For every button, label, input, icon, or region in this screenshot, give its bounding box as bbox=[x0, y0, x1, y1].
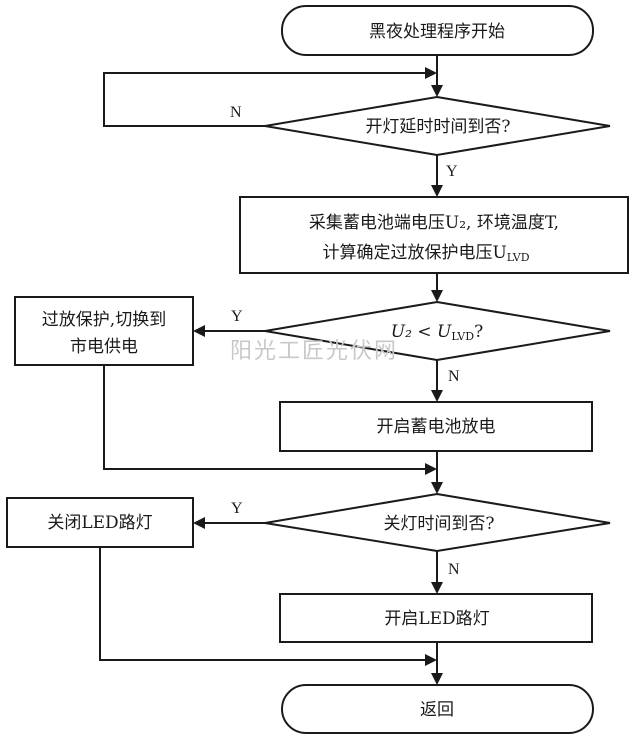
arrowhead-icon bbox=[425, 463, 437, 475]
edge-label-yes: Y bbox=[231, 500, 243, 517]
process-sample-voltage-line2: 计算确定过放保护电压ULVD bbox=[322, 243, 529, 264]
arrowhead-icon bbox=[425, 654, 437, 666]
process-battery-discharge bbox=[279, 401, 593, 452]
arrowhead-icon bbox=[431, 290, 443, 302]
edge-off-merge bbox=[99, 547, 430, 661]
decision-voltage-compare-label: U₂ < ULVD? bbox=[391, 322, 483, 343]
end-terminal bbox=[281, 684, 594, 734]
process-sample-voltage bbox=[239, 196, 629, 274]
process-turn-on-led bbox=[279, 593, 593, 643]
arrowhead-icon bbox=[425, 67, 437, 79]
decision-light-on-delay-label: 开灯延时时间到否? bbox=[365, 117, 510, 137]
end-terminal-label: 返回 bbox=[420, 700, 454, 720]
arrowhead-icon bbox=[431, 390, 443, 402]
decision-light-off-time-label: 关灯时间到否? bbox=[383, 514, 494, 534]
process-turn-off-led-label: 关闭LED路灯 bbox=[47, 513, 152, 533]
process-sample-voltage-line1: 采集蓄电池端电压U₂, 环境温度T, bbox=[309, 213, 559, 233]
arrowhead-icon bbox=[431, 185, 443, 197]
process-battery-discharge-label: 开启蓄电池放电 bbox=[377, 417, 496, 437]
edge-d1-loop-no bbox=[103, 72, 430, 127]
arrowhead-icon bbox=[431, 482, 443, 494]
process-overdischarge-protection bbox=[14, 296, 194, 366]
watermark: 阳光工匠光伏网 bbox=[230, 339, 398, 364]
edge-label-no: N bbox=[230, 104, 242, 121]
arrowhead-icon bbox=[431, 85, 443, 97]
edge-label-no: N bbox=[448, 368, 460, 385]
arrowhead-icon bbox=[193, 325, 205, 337]
edge-label-yes: Y bbox=[231, 308, 243, 325]
arrowhead-icon bbox=[431, 582, 443, 594]
process-overdischarge-line2: 市电供电 bbox=[70, 337, 138, 357]
process-turn-on-led-label: 开启LED路灯 bbox=[384, 609, 489, 629]
arrowhead-icon bbox=[431, 673, 443, 685]
arrowhead-icon bbox=[193, 517, 205, 529]
process-overdischarge-line1: 过放保护,切换到 bbox=[42, 310, 166, 330]
start-terminal-label: 黑夜处理程序开始 bbox=[369, 22, 505, 42]
edge-label-no: N bbox=[448, 561, 460, 578]
edge-overdischarge-merge bbox=[103, 365, 430, 470]
edge-label-yes: Y bbox=[446, 163, 458, 180]
